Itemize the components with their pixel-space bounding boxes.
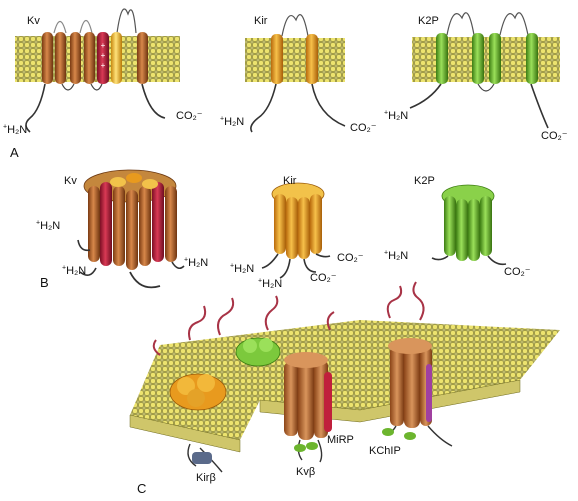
kv-channel-c bbox=[284, 352, 332, 463]
kv-kchip-channel-c bbox=[382, 338, 453, 447]
kir-channel-c bbox=[169, 373, 227, 473]
label-c-mirp: MiRP bbox=[327, 434, 354, 446]
label-a-kir-cterm: CO₂⁻ bbox=[350, 122, 377, 134]
label-c-kir-beta: Kirβ bbox=[196, 472, 216, 484]
panel-label-b: B bbox=[40, 275, 49, 290]
svg-text:+: + bbox=[101, 61, 106, 70]
label-a-kv-nterm: +H₂N bbox=[3, 123, 28, 136]
svg-text:+: + bbox=[101, 51, 106, 60]
label-a-k2p-cterm: CO₂⁻ bbox=[541, 130, 568, 142]
label-a-kir: Kir bbox=[254, 15, 268, 27]
label-b-kir-nterm-2: +H₂N bbox=[258, 277, 283, 290]
label-a-kir-nterm: +H₂N bbox=[220, 115, 245, 128]
k2p-channel-c bbox=[235, 337, 281, 367]
membrane-a-kir bbox=[245, 38, 345, 82]
label-c-kv-beta: Kvβ bbox=[296, 466, 316, 478]
kv-helices-a: + + + bbox=[25, 8, 166, 133]
label-a-k2p-nterm: +H₂N bbox=[384, 109, 409, 122]
panel-label-c: C bbox=[137, 481, 147, 496]
kv-tetramer-b bbox=[77, 169, 185, 289]
label-a-k2p: K2P bbox=[418, 15, 439, 27]
label-b-kv: Kv bbox=[64, 175, 77, 187]
panel-label-a: A bbox=[10, 145, 19, 160]
label-b-kir-nterm-1: +H₂N bbox=[230, 262, 255, 275]
label-b-k2p-nterm: +H₂N bbox=[384, 249, 409, 262]
k2p-dimer-b bbox=[431, 184, 507, 266]
label-b-kv-nterm-3: +H₂N bbox=[184, 256, 209, 269]
label-c-kchip: KChIP bbox=[369, 445, 401, 457]
label-b-k2p-cterm: CO₂⁻ bbox=[504, 266, 531, 278]
label-a-kv-cterm: CO₂⁻ bbox=[176, 110, 203, 122]
k2p-helices-a bbox=[409, 12, 549, 129]
label-b-kv-nterm-2: +H₂N bbox=[62, 264, 87, 277]
svg-text:+: + bbox=[101, 41, 106, 50]
label-a-kv: Kv bbox=[27, 15, 40, 27]
label-b-kir-cterm-2: CO₂⁻ bbox=[310, 272, 337, 284]
kir-helices-a bbox=[250, 14, 346, 133]
label-b-kir-cterm-1: CO₂⁻ bbox=[337, 252, 364, 264]
membrane-c bbox=[129, 281, 560, 453]
label-b-k2p: K2P bbox=[414, 175, 435, 187]
label-b-kv-nterm-1: +H₂N bbox=[36, 219, 61, 232]
label-b-kir: Kir bbox=[283, 175, 297, 187]
kir-tetramer-b bbox=[261, 182, 331, 279]
